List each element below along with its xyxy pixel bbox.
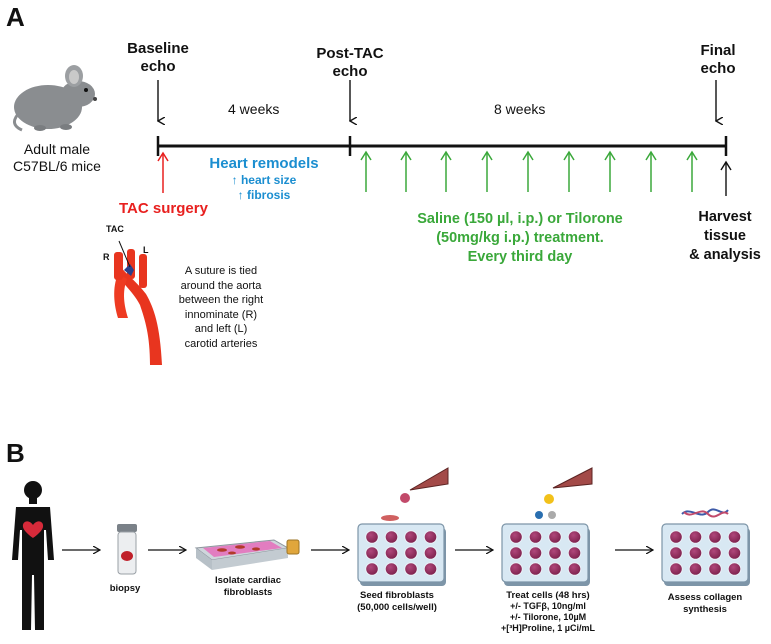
well <box>688 530 703 544</box>
well-plates <box>357 523 750 586</box>
well <box>423 562 438 576</box>
well <box>384 562 399 576</box>
well <box>423 546 438 560</box>
harvest-label: Harvest tissue & analysis <box>689 209 761 263</box>
well <box>727 562 742 576</box>
well <box>404 562 418 576</box>
well <box>509 562 523 576</box>
echo-arrows <box>158 80 716 121</box>
pipette-tip-icon <box>381 467 449 521</box>
well <box>669 562 683 576</box>
well <box>404 546 418 560</box>
human-silhouette-icon <box>12 481 54 630</box>
tac-surgery-label: TAC surgery <box>119 200 208 217</box>
well <box>548 546 562 560</box>
aorta-l-label: L <box>143 245 149 255</box>
duration-8-weeks: 8 weeks <box>494 101 546 117</box>
culture-flask-icon <box>194 539 300 570</box>
well <box>727 530 742 544</box>
green-arrow-up-icon <box>686 150 698 192</box>
well <box>365 546 379 560</box>
well <box>509 546 523 560</box>
tac-pointer <box>118 240 131 268</box>
post-tac-echo-label: Post-TAC echo <box>316 45 384 80</box>
well <box>708 530 722 544</box>
well <box>509 530 523 544</box>
mouse-label: Adult male C57BL/6 mice <box>2 141 112 175</box>
isolate-label: Isolate cardiac fibroblasts <box>214 575 281 598</box>
duration-4-weeks: 4 weeks <box>228 101 280 117</box>
heart-size-line: ↑ heart size <box>231 173 297 187</box>
collagen-fiber-icon <box>681 508 729 518</box>
treatment-text: Saline (150 µl, i.p.) or Tilorone (50mg/… <box>417 211 623 265</box>
assess-plate-icon <box>661 523 750 586</box>
well <box>567 530 582 544</box>
mouse-icon <box>13 65 97 132</box>
green-arrow-up-icon <box>360 150 372 192</box>
harvest-arrow-up-icon <box>720 160 732 196</box>
well <box>528 562 543 576</box>
green-arrow-up-icon <box>645 150 657 192</box>
well <box>423 530 438 544</box>
aorta-r-label: R <box>103 252 110 262</box>
well <box>708 562 722 576</box>
well <box>669 546 683 560</box>
well <box>708 546 722 560</box>
heart-remodels-block: Heart remodels ↑ heart size ↑ fibrosis <box>196 155 332 203</box>
mouse-label-line1: Adult male <box>23 141 91 157</box>
well <box>548 562 562 576</box>
panel-a-letter: A <box>6 2 25 32</box>
well <box>384 546 399 560</box>
seed-plate-icon <box>357 523 446 586</box>
treat-label: Treat cells (48 hrs) +/- TGFβ, 10ng/ml +… <box>501 590 595 633</box>
green-arrow-up-icon <box>481 150 493 192</box>
green-arrow-up-icon <box>440 150 452 192</box>
well <box>528 546 543 560</box>
well <box>365 562 379 576</box>
well <box>688 562 703 576</box>
panel-b-letter: B <box>6 438 25 468</box>
treat-plate-icon <box>501 523 590 586</box>
heart-remodels-title: Heart remodels <box>209 155 319 172</box>
green-arrow-up-icon <box>604 150 616 192</box>
well <box>567 562 582 576</box>
pipette-tip-icon <box>535 467 593 519</box>
green-arrow-up-icon <box>563 150 575 192</box>
biopsy-label: biopsy <box>109 583 141 594</box>
well <box>727 546 742 560</box>
green-arrow-up-icon <box>522 150 534 192</box>
treatment-arrows <box>360 150 698 192</box>
aorta-diagram <box>114 240 162 365</box>
well <box>669 530 683 544</box>
suture-note: A suture is tied around the aorta betwee… <box>178 265 264 350</box>
tac-arrow-up-icon <box>157 151 169 193</box>
fibrosis-line: ↑ fibrosis <box>237 188 291 202</box>
well <box>384 530 399 544</box>
baseline-echo-label: Baseline echo <box>127 40 189 75</box>
well <box>567 546 582 560</box>
well <box>688 546 703 560</box>
well <box>528 530 543 544</box>
assess-label: Assess collagen synthesis <box>667 592 743 615</box>
seed-label: Seed fibroblasts (50,000 cells/well) <box>357 590 437 613</box>
mouse-label-line2: C57BL/6 mice <box>13 158 101 174</box>
green-arrow-up-icon <box>400 150 412 192</box>
final-echo-label: Final echo <box>700 42 736 77</box>
well <box>404 530 418 544</box>
well <box>365 530 379 544</box>
aorta-tac-label: TAC <box>106 224 124 234</box>
well <box>548 530 562 544</box>
biopsy-tube-icon <box>117 524 137 575</box>
